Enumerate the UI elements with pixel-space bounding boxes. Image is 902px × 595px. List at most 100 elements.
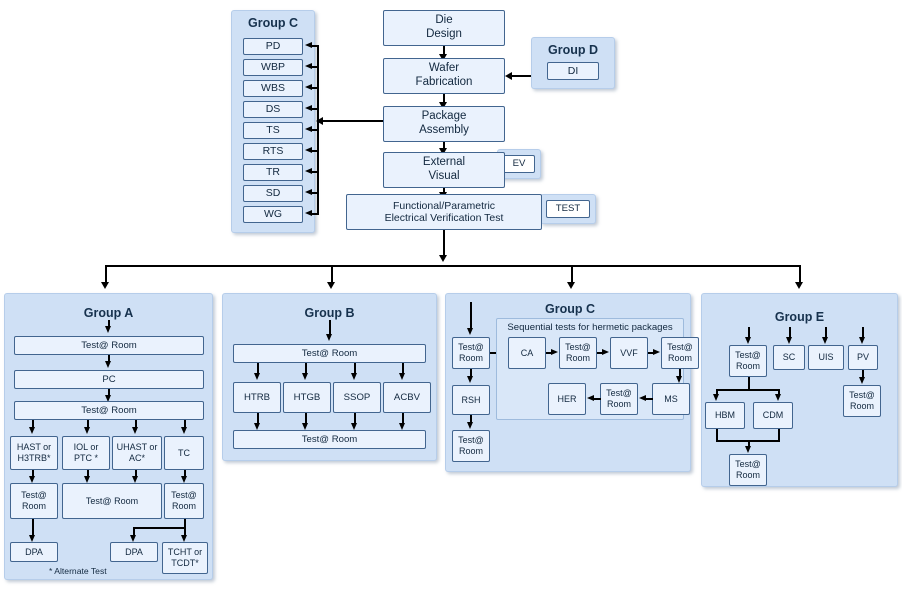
group-e-label-line2: Room (849, 401, 874, 411)
group-c-item-label: TR (266, 166, 280, 179)
group-c-left-test-room-1[interactable]: Test@ Room (452, 337, 490, 369)
group-a-dpa-left[interactable]: DPA (10, 542, 58, 562)
group-e-hbm[interactable]: HBM (705, 402, 745, 429)
final-label-line1: TCHT or (167, 547, 203, 558)
group-d-title: Group D (548, 43, 598, 57)
step-die-design[interactable]: Die Design (383, 10, 505, 46)
group-e-fan-arrow-2 (785, 337, 792, 344)
group-d-item-di[interactable]: DI (547, 62, 599, 80)
group-a-test-room-2[interactable]: Test@ Room (14, 401, 204, 420)
group-b-test-htrb[interactable]: HTRB (233, 382, 281, 413)
group-c-seq-arrow-5 (587, 394, 594, 401)
group-a-tcht[interactable]: TCHT or TCDT* (162, 542, 208, 574)
group-b-test-htgb[interactable]: HTGB (283, 382, 331, 413)
group-e-sc[interactable]: SC (773, 345, 805, 370)
group-c-seq-test-room-2[interactable]: Test@ Room (661, 337, 699, 369)
group-e-pv-test-room[interactable]: Test@ Room (843, 385, 881, 417)
bus-drop-group-c (571, 265, 573, 284)
group-c-item-sd[interactable]: SD (243, 185, 303, 202)
ev-badge[interactable]: EV (503, 155, 535, 173)
step-label-line1: Package (421, 110, 467, 123)
group-a-post-conn-1 (32, 470, 34, 478)
group-b-test-room-top-label: Test@ Room (301, 347, 358, 359)
group-a-branch-elbow-down (133, 527, 135, 537)
group-a-fan-1 (32, 420, 34, 429)
group-c-seq-vvf[interactable]: VVF (610, 337, 648, 369)
group-b-test-room-top[interactable]: Test@ Room (233, 344, 426, 363)
group-c-item-label: TS (266, 124, 280, 137)
post-label-line2: Room (21, 501, 46, 511)
group-a-post-arrow-1 (28, 476, 35, 483)
step-functional-test[interactable]: Functional/Parametric Electrical Verific… (346, 194, 542, 230)
group-c-entry-arrow (466, 328, 473, 335)
group-e-fan-2 (789, 327, 791, 339)
test-badge[interactable]: TEST (546, 200, 590, 218)
group-b-test-acbv[interactable]: ACBV (383, 382, 431, 413)
group-e-fan-1 (748, 327, 750, 339)
step-external-visual[interactable]: External Visual (383, 152, 505, 188)
group-c-seq-her[interactable]: HER (548, 383, 586, 415)
group-c-item-label: PD (265, 40, 281, 53)
group-e-uis[interactable]: UIS (808, 345, 844, 370)
group-e-test-room-top[interactable]: Test@ Room (729, 345, 767, 377)
group-b-fan-arrow-4 (398, 373, 405, 380)
group-e-esd-label: CDM (762, 410, 784, 421)
group-b-merge-4 (402, 413, 404, 425)
seq-label-line2: Room (565, 353, 590, 363)
group-e-label-line1: Test@ (735, 350, 761, 361)
group-c-rsh[interactable]: RSH (452, 385, 490, 415)
group-a-post-test-2[interactable]: Test@ Room (62, 483, 162, 519)
group-e-label-line1: UIS (818, 352, 834, 363)
group-c-seq-test-room-1[interactable]: Test@ Room (559, 337, 597, 369)
group-c-seq-wrap-arrow (675, 376, 682, 383)
package-to-group-c-line (322, 120, 383, 122)
group-c-item-wbs[interactable]: WBS (243, 80, 303, 97)
conn-wafer-to-package (443, 94, 445, 104)
group-a-post-test-3[interactable]: Test@ Room (164, 483, 204, 519)
stress-label-line2: AC* (128, 453, 145, 463)
group-a-pc[interactable]: PC (14, 370, 204, 389)
group-d-item-label: DI (567, 64, 579, 77)
group-b-test-ssop[interactable]: SSOP (333, 382, 381, 413)
group-a-stress-uhast[interactable]: UHAST or AC* (112, 436, 162, 470)
group-c-item-pd[interactable]: PD (243, 38, 303, 55)
stress-label-line1: IOL or (73, 442, 99, 453)
group-c-item-ds[interactable]: DS (243, 101, 303, 118)
group-a-stress-iol[interactable]: IOL or PTC * (62, 436, 110, 470)
group-c-seq-test-room-3[interactable]: Test@ Room (600, 383, 638, 415)
group-c-seq-ms[interactable]: MS (652, 383, 690, 415)
group-c-arrow-sd (305, 188, 312, 195)
group-e-pv[interactable]: PV (848, 345, 878, 370)
group-b-test-label: HTGB (293, 391, 321, 403)
group-a-final-conn-1 (32, 519, 34, 537)
group-e-merge-right (778, 429, 780, 441)
group-a-stress-hast[interactable]: HAST or H3TRB* (10, 436, 58, 470)
group-a-fan-4 (184, 420, 186, 429)
group-a-dpa-right[interactable]: DPA (110, 542, 158, 562)
group-c-seq-conn-2 (597, 352, 603, 354)
arrow-to-wafer (505, 72, 512, 80)
group-c-item-ts[interactable]: TS (243, 122, 303, 139)
group-c-item-tr[interactable]: TR (243, 164, 303, 181)
step-package-assembly[interactable]: Package Assembly (383, 106, 505, 142)
group-c-item-wbp[interactable]: WBP (243, 59, 303, 76)
group-a-stress-tc[interactable]: TC (164, 436, 204, 470)
post-label-line1: Test@ Room (85, 495, 139, 506)
group-b-title-arrow (325, 334, 332, 341)
group-c-seq-conn-3 (648, 352, 654, 354)
group-e-cdm[interactable]: CDM (753, 402, 793, 429)
group-b-test-room-bottom[interactable]: Test@ Room (233, 430, 426, 449)
group-b-merge-3 (354, 413, 356, 425)
step-wafer-fabrication[interactable]: Wafer Fabrication (383, 58, 505, 94)
group-a-post-test-1[interactable]: Test@ Room (10, 483, 58, 519)
group-c-seq-ca[interactable]: CA (508, 337, 546, 369)
group-b-fan-4 (402, 363, 404, 375)
group-c-item-wg[interactable]: WG (243, 206, 303, 223)
group-e-merge-stem (748, 440, 750, 448)
group-e-split-stem (748, 377, 750, 389)
left-chain-line2: Room (458, 353, 483, 363)
group-a-test-room-1[interactable]: Test@ Room (14, 336, 204, 355)
group-c-item-rts[interactable]: RTS (243, 143, 303, 160)
group-e-esd-test-room[interactable]: Test@ Room (729, 454, 767, 486)
group-c-left-test-room-2[interactable]: Test@ Room (452, 430, 490, 462)
